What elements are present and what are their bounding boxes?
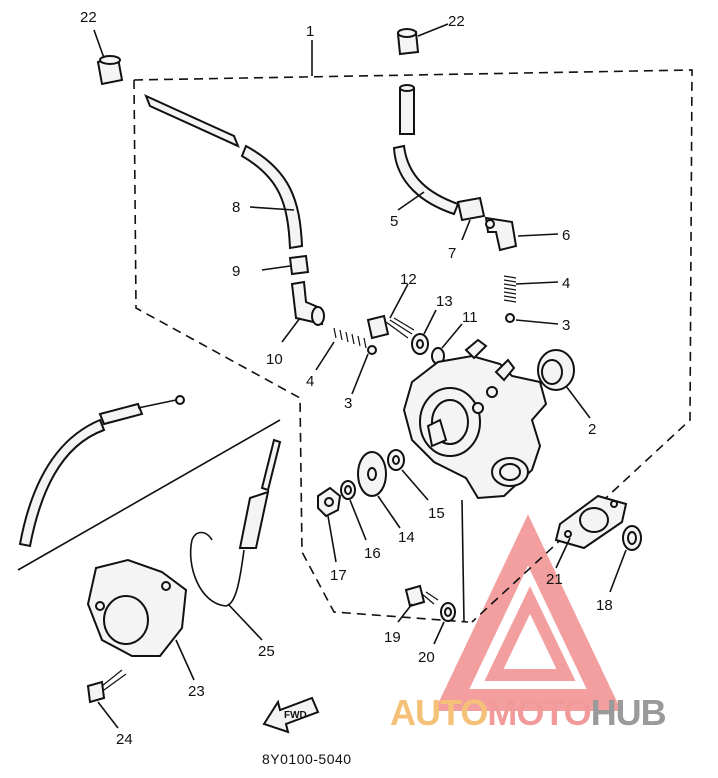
callout-24: 24: [116, 731, 133, 748]
callout-13: 13: [436, 293, 453, 310]
callout-20: 20: [418, 649, 435, 666]
callout-9: 9: [232, 263, 240, 280]
callout-3-right: 3: [562, 317, 570, 334]
bolt-19: [397, 584, 439, 623]
callout-10: 10: [266, 351, 283, 368]
callout-15: 15: [428, 505, 445, 522]
spring-4-right: [503, 275, 559, 303]
ball-3-left: [351, 345, 377, 395]
drawing-code: 8Y0100-5040: [262, 751, 352, 767]
callout-22-left: 22: [80, 9, 97, 26]
oil-pump-body: [402, 338, 548, 500]
callout-21: 21: [546, 571, 563, 588]
watermark-part-auto: AUTO: [390, 692, 488, 733]
callout-3-left: 3: [344, 395, 352, 412]
callout-25: 25: [258, 643, 275, 660]
bolt-12: [366, 283, 415, 340]
cable-25: [189, 438, 282, 641]
washer-13: [411, 309, 437, 355]
washer-20: [433, 602, 456, 645]
bolt-24: [86, 669, 127, 729]
callout-12: 12: [400, 271, 417, 288]
callout-14: 14: [398, 529, 415, 546]
spring-4-left: [315, 327, 367, 371]
gear-14: [357, 451, 401, 529]
washer-16: [340, 480, 367, 541]
callout-23: 23: [188, 683, 205, 700]
hose-8: [144, 94, 304, 250]
callout-1: 1: [306, 23, 314, 40]
clip-7: [456, 196, 486, 241]
svg-text:FWD: FWD: [284, 710, 307, 721]
callout-7: 7: [448, 245, 456, 262]
fwd-arrow-icon: FWD: [262, 696, 320, 734]
callout-2: 2: [588, 421, 596, 438]
callout-8: 8: [232, 199, 240, 216]
fitting-10: [281, 280, 325, 343]
watermark-text: AUTOMOTOHUB: [390, 692, 667, 734]
callout-4-left: 4: [306, 373, 314, 390]
callout-5: 5: [390, 213, 398, 230]
clip-9: [261, 254, 310, 276]
callout-19: 19: [384, 629, 401, 646]
callout-11: 11: [462, 309, 478, 326]
callout-6: 6: [562, 227, 570, 244]
callout-22-right: 22: [448, 13, 465, 30]
callout-4-right: 4: [562, 275, 570, 292]
elbow-6: [484, 216, 559, 252]
watermark-part-hub: HUB: [590, 692, 667, 733]
hose-5: [392, 84, 460, 216]
cut-line: [17, 419, 281, 571]
ball-3-right: [505, 313, 559, 325]
callout-18: 18: [596, 597, 613, 614]
gasket-21: [554, 494, 628, 569]
washer-15: [387, 449, 429, 501]
oring-18: [609, 525, 642, 593]
callout-17: 17: [330, 567, 347, 584]
collar-22-right: [396, 23, 449, 56]
watermark-part-moto: MOTO: [487, 692, 591, 733]
oil-seal-2: [537, 349, 591, 419]
watermark-logo: [434, 514, 622, 711]
seal-11: [431, 323, 463, 365]
callout-16: 16: [364, 545, 381, 562]
cover-23: [86, 558, 195, 681]
control-cable: [18, 395, 185, 548]
nut-17: [317, 486, 342, 563]
collar-22-left: [93, 29, 124, 86]
